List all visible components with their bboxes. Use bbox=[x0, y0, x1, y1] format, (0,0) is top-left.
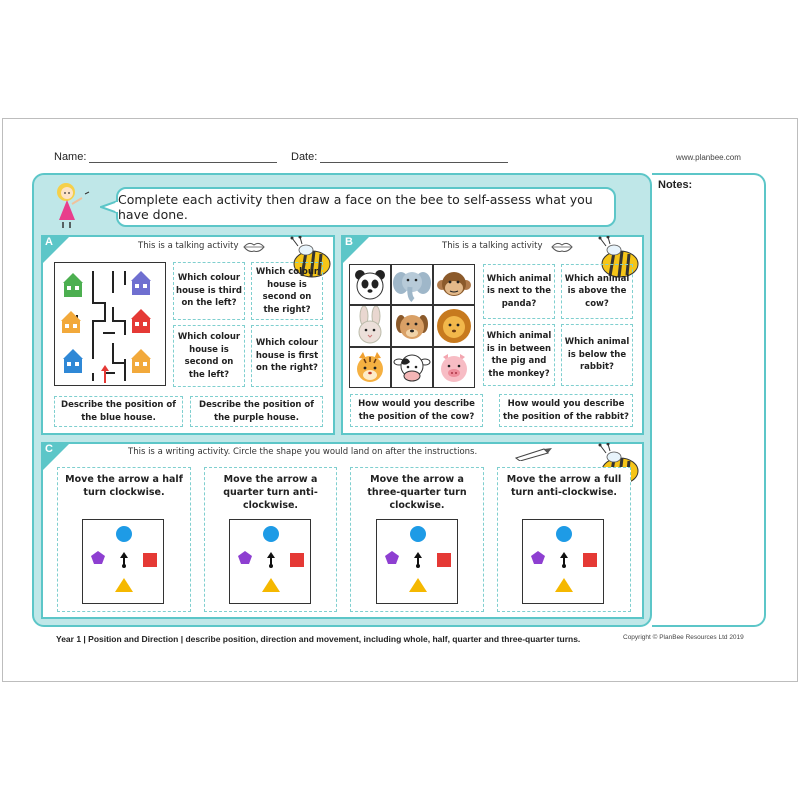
dog-icon bbox=[396, 315, 428, 339]
bubble-tail bbox=[100, 200, 118, 214]
date-label: Date: bbox=[291, 151, 318, 163]
shape-set bbox=[91, 526, 157, 592]
square-shape bbox=[143, 553, 157, 567]
website-url: www.planbee.com bbox=[676, 153, 741, 162]
blue-house-icon bbox=[63, 349, 83, 373]
animal-cell bbox=[391, 305, 433, 347]
pentagon-shape bbox=[385, 551, 399, 564]
pencil-icon bbox=[514, 448, 552, 461]
bee-icon bbox=[290, 236, 331, 278]
rabbit-icon bbox=[358, 305, 382, 344]
animal-cell bbox=[391, 264, 433, 305]
section-c-tag bbox=[41, 442, 71, 472]
date-field[interactable] bbox=[320, 162, 509, 163]
orange-house-right-icon bbox=[131, 349, 151, 373]
triangle-shape bbox=[409, 578, 427, 592]
start-arrow-icon bbox=[101, 365, 109, 383]
instruction-bubble: Complete each activity then draw a face … bbox=[116, 187, 616, 227]
pig-icon bbox=[441, 354, 467, 382]
question-card: How would you describe the position of t… bbox=[350, 394, 483, 427]
shape-box bbox=[376, 519, 458, 604]
red-house-icon bbox=[131, 309, 151, 333]
shape-set bbox=[531, 526, 597, 592]
animal-cell bbox=[433, 264, 475, 305]
section-b-tag bbox=[341, 235, 371, 265]
turn-instruction: Move the arrow a quarter turn anti-clock… bbox=[223, 474, 318, 511]
tiger-icon bbox=[357, 352, 383, 382]
shape-set bbox=[385, 526, 451, 592]
elephant-icon bbox=[393, 272, 431, 302]
notes-label: Notes: bbox=[658, 179, 693, 191]
section-a-subtitle: This is a talking activity bbox=[138, 241, 239, 251]
shape-box bbox=[522, 519, 604, 604]
triangle-shape bbox=[115, 578, 133, 592]
learning-objective: Year 1 | Position and Direction | descri… bbox=[56, 634, 581, 644]
triangle-shape bbox=[262, 578, 280, 592]
question-card: Which colour house is third on the left? bbox=[173, 262, 245, 320]
pentagon-shape bbox=[238, 551, 252, 564]
turn-instruction: Move the arrow a half turn clockwise. bbox=[65, 474, 183, 498]
notes-panel[interactable] bbox=[652, 173, 766, 627]
name-label: Name: bbox=[54, 151, 87, 163]
green-house-icon bbox=[63, 273, 83, 297]
square-shape bbox=[437, 553, 451, 567]
date-row: Date: bbox=[291, 151, 509, 163]
turn-instruction: Move the arrow a full turn anti-clockwis… bbox=[506, 474, 622, 498]
lips-icon bbox=[243, 242, 265, 252]
section-a-tag bbox=[41, 235, 71, 265]
circle-shape bbox=[556, 526, 572, 542]
circle-shape bbox=[116, 526, 132, 542]
shape-set bbox=[238, 526, 304, 592]
section-a-letter: A bbox=[45, 236, 53, 248]
name-row: Name: bbox=[54, 151, 278, 163]
monkey-icon bbox=[437, 272, 471, 296]
section-c-letter: C bbox=[45, 443, 53, 455]
section-b-letter: B bbox=[345, 236, 353, 248]
animal-cell bbox=[349, 347, 391, 388]
animal-cell bbox=[349, 305, 391, 347]
animal-cell bbox=[391, 347, 433, 388]
animal-cell bbox=[433, 347, 475, 388]
question-card: How would you describe the position of t… bbox=[499, 394, 633, 427]
shape-box bbox=[229, 519, 311, 604]
lion-icon bbox=[437, 309, 471, 343]
animal-cell bbox=[433, 305, 475, 347]
square-shape bbox=[583, 553, 597, 567]
instruction-text: Complete each activity then draw a face … bbox=[118, 192, 593, 222]
question-card: Which animal is next to the panda? bbox=[483, 264, 555, 319]
question-card: Which colour house is second on the righ… bbox=[251, 262, 323, 320]
cow-icon bbox=[393, 354, 431, 382]
question-card: Describe the position of the purple hous… bbox=[190, 396, 323, 427]
square-shape bbox=[290, 553, 304, 567]
question-card: Which animal is below the rabbit? bbox=[561, 324, 633, 386]
triangle-shape bbox=[555, 578, 573, 592]
girl-icon bbox=[57, 183, 90, 228]
animal-cell bbox=[349, 264, 391, 305]
panda-icon bbox=[355, 270, 385, 300]
section-c-subtitle: This is a writing activity. Circle the s… bbox=[128, 447, 478, 457]
pentagon-shape bbox=[91, 551, 105, 564]
pentagon-shape bbox=[531, 551, 545, 564]
house-map bbox=[54, 262, 166, 386]
turn-instruction: Move the arrow a three-quarter turn cloc… bbox=[367, 474, 467, 511]
circle-shape bbox=[263, 526, 279, 542]
circle-shape bbox=[410, 526, 426, 542]
orange-house-left-icon bbox=[61, 311, 81, 333]
section-b-subtitle: This is a talking activity bbox=[442, 241, 543, 251]
animal-grid bbox=[349, 264, 475, 388]
purple-house-icon bbox=[131, 271, 151, 295]
question-card: Which colour house is second on the left… bbox=[173, 325, 245, 387]
copyright: Copyright © PlanBee Resources Ltd 2019 bbox=[623, 634, 744, 641]
question-card: Which colour house is first on the right… bbox=[251, 325, 323, 387]
name-field[interactable] bbox=[89, 162, 278, 163]
question-card: Describe the position of the blue house. bbox=[54, 396, 183, 427]
maze-svg bbox=[61, 271, 151, 383]
shape-box bbox=[82, 519, 164, 604]
question-card: Which animal is in between the pig and t… bbox=[483, 324, 555, 386]
lips-icon bbox=[551, 242, 573, 252]
question-card: Which animal is above the cow? bbox=[561, 264, 633, 319]
